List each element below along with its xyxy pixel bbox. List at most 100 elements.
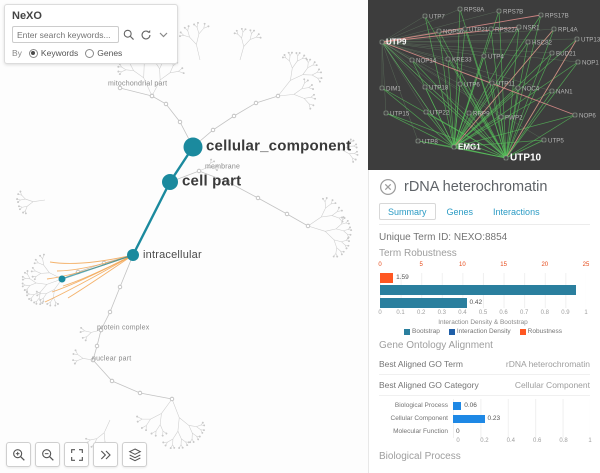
gene-node[interactable] xyxy=(423,109,429,115)
gene-node[interactable] xyxy=(466,110,472,116)
gene-node-label[interactable]: UTP4 xyxy=(488,54,504,61)
radio-genes[interactable]: Genes xyxy=(85,48,122,58)
ontology-term-label[interactable]: intracellular xyxy=(143,249,202,261)
gene-node[interactable] xyxy=(516,24,522,30)
gene-node[interactable] xyxy=(549,88,555,94)
ontology-term-label[interactable]: cell part xyxy=(182,172,242,190)
ontology-term-label[interactable]: nuclear part xyxy=(92,355,132,363)
gene-node-label[interactable]: UTP9 xyxy=(386,38,407,47)
gene-node[interactable] xyxy=(457,81,463,87)
gene-node-label[interactable]: UTP13 xyxy=(581,37,600,44)
gene-node-label[interactable]: NSR1 xyxy=(523,25,540,32)
double-chevron-right-icon xyxy=(100,450,111,459)
ontology-tree-canvas[interactable] xyxy=(0,0,368,473)
gene-node[interactable] xyxy=(379,85,385,91)
radio-genes-control[interactable] xyxy=(85,48,95,58)
gene-node[interactable] xyxy=(422,84,428,90)
gene-node[interactable] xyxy=(415,138,421,144)
gene-node-label[interactable]: NAN1 xyxy=(556,89,573,96)
gene-node-label[interactable]: RPS7B xyxy=(503,9,523,16)
gene-node[interactable] xyxy=(451,144,457,150)
gene-node[interactable] xyxy=(488,26,494,32)
gene-node[interactable] xyxy=(383,110,389,116)
gene-node[interactable] xyxy=(525,39,531,45)
gene-node[interactable] xyxy=(462,26,468,32)
layers-button[interactable] xyxy=(122,442,147,467)
gene-node[interactable] xyxy=(549,50,555,56)
gene-node[interactable] xyxy=(575,59,581,65)
radio-keywords-control[interactable] xyxy=(28,48,38,58)
tab-interactions[interactable]: Interactions xyxy=(493,206,540,217)
close-button[interactable] xyxy=(379,178,397,196)
ontology-term-label[interactable]: mitochondrial part xyxy=(108,80,168,88)
tab-summary[interactable]: Summary xyxy=(379,203,436,220)
gene-network-panel[interactable]: UTP7 RPS8A RPS7B RPS17B UTP9 NOP56 UTP21 RPS22A… xyxy=(368,0,600,170)
gene-node[interactable] xyxy=(445,56,451,62)
gene-node[interactable] xyxy=(496,8,502,14)
ontology-term-node[interactable] xyxy=(58,275,66,283)
ontology-term-node[interactable] xyxy=(162,174,178,190)
gene-node-label[interactable]: HSC82 xyxy=(532,40,553,47)
gene-node-label[interactable]: NOC4 xyxy=(522,86,540,93)
gene-node-label[interactable]: RRP9 xyxy=(473,111,490,118)
gene-node[interactable] xyxy=(503,155,509,161)
gene-node-label[interactable]: UTP15 xyxy=(390,111,410,118)
zoom-in-button[interactable] xyxy=(6,442,31,467)
gene-node[interactable] xyxy=(498,114,504,120)
expand-branches-button[interactable] xyxy=(93,442,118,467)
gene-node-label[interactable]: UTP7 xyxy=(429,14,445,21)
gene-node-label[interactable]: PWP2 xyxy=(505,115,523,122)
search-input[interactable] xyxy=(12,26,119,43)
gene-node[interactable] xyxy=(572,112,578,118)
radio-keywords[interactable]: Keywords xyxy=(28,48,78,58)
gene-node-label[interactable]: DIM1 xyxy=(386,86,401,93)
gene-node[interactable] xyxy=(489,80,495,86)
gene-node-label[interactable]: RPS22A xyxy=(495,27,520,34)
unique-term-id: Unique Term ID: NEXO:8854 xyxy=(379,232,508,243)
gene-node-label[interactable]: UTP8 xyxy=(422,139,438,146)
gene-node[interactable] xyxy=(457,6,463,12)
gene-node-label[interactable]: RPS8A xyxy=(464,7,485,14)
gene-node[interactable] xyxy=(515,85,521,91)
gene-node[interactable] xyxy=(538,12,544,18)
gene-node-label[interactable]: RPS17B xyxy=(545,13,569,20)
gene-node[interactable] xyxy=(551,26,557,32)
gene-node-label[interactable]: UTP5 xyxy=(548,138,564,145)
collapse-caret-icon[interactable] xyxy=(156,28,170,42)
fit-to-screen-button[interactable] xyxy=(64,442,89,467)
search-icon[interactable] xyxy=(122,28,136,42)
gene-node[interactable] xyxy=(574,36,580,42)
ontology-tree-panel: NeXO By Keywords xyxy=(0,0,368,473)
ontology-term-label[interactable]: membrane xyxy=(205,163,241,171)
tab-genes[interactable]: Genes xyxy=(446,206,474,217)
ontology-term-node[interactable] xyxy=(127,249,139,261)
gene-node-label[interactable]: UTP22 xyxy=(430,110,450,117)
gene-node-label[interactable]: EMG1 xyxy=(458,143,481,152)
gene-node-label[interactable]: UTP21 xyxy=(469,27,489,34)
reset-icon[interactable] xyxy=(139,28,153,42)
gene-node[interactable] xyxy=(436,28,442,34)
ontology-term-label[interactable]: protein complex xyxy=(97,324,150,332)
gene-node[interactable] xyxy=(481,53,487,59)
gene-node[interactable] xyxy=(409,57,415,63)
gene-node-label[interactable]: UTP10 xyxy=(510,153,542,164)
gene-node[interactable] xyxy=(541,137,547,143)
gene-node-label[interactable]: KRE33 xyxy=(452,57,472,64)
gene-network-canvas[interactable]: UTP7 RPS8A RPS7B RPS17B UTP9 NOP56 UTP21 RPS22A… xyxy=(368,0,600,170)
ontology-term-node[interactable] xyxy=(183,137,203,157)
gene-node-label[interactable]: NOP6 xyxy=(579,113,596,120)
gene-node[interactable] xyxy=(379,39,385,45)
gene-node-label[interactable]: UTP18 xyxy=(429,85,449,92)
gene-node-label[interactable]: NOP1 xyxy=(582,60,599,67)
gene-node-label[interactable]: RPL4A xyxy=(558,27,578,34)
axis-tick: 0.4 xyxy=(458,310,467,316)
ontology-term-label[interactable]: cellular_component xyxy=(206,137,352,155)
gene-node[interactable] xyxy=(422,13,428,19)
gene-node-label[interactable]: NOP56 xyxy=(443,29,464,36)
gene-node-label[interactable]: NOP14 xyxy=(416,58,437,65)
gene-node-label[interactable]: BUD21 xyxy=(556,51,577,58)
gene-node-label[interactable]: UTP6 xyxy=(464,82,480,89)
zoom-out-button[interactable] xyxy=(35,442,60,467)
gene-node-label[interactable]: UTP11 xyxy=(496,81,515,88)
